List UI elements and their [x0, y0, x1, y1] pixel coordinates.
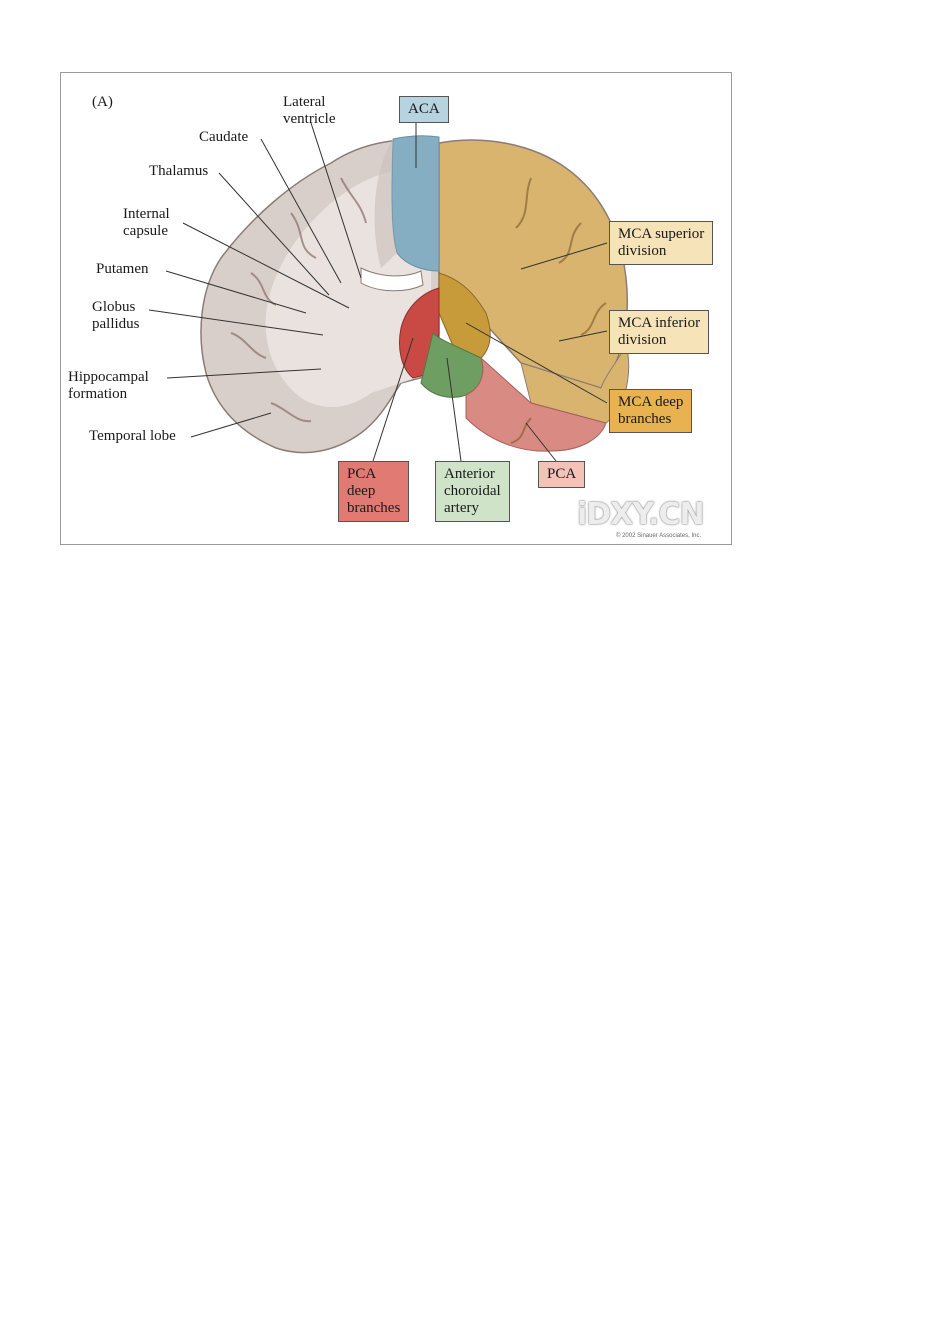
watermark-logo: iDXY.CN: [577, 497, 704, 532]
box-mca-superior: MCA superior division: [609, 221, 713, 265]
box-mca-inferior: MCA inferior division: [609, 310, 709, 354]
box-mca-deep: MCA deep branches: [609, 389, 692, 433]
box-pca-deep: PCA deep branches: [338, 461, 409, 522]
label-internal-capsule: Internal capsule: [123, 206, 170, 240]
label-caudate: Caudate: [199, 129, 248, 146]
panel-label: (A): [92, 94, 113, 111]
box-anterior-choroidal: Anterior choroidal artery: [435, 461, 510, 522]
box-pca: PCA: [538, 461, 585, 488]
label-lateral-ventricle: Lateral ventricle: [283, 94, 335, 128]
copyright-notice: © 2002 Sinauer Associates, Inc.: [616, 533, 701, 539]
label-temporal-lobe: Temporal lobe: [89, 428, 176, 445]
label-putamen: Putamen: [96, 261, 149, 278]
brain-coronal-figure: (A) Lateral ventricle Caudate Thalamus I…: [60, 72, 732, 545]
label-hippocampal-formation: Hippocampal formation: [68, 369, 149, 403]
aca-territory-region: [392, 136, 439, 271]
box-aca: ACA: [399, 96, 449, 123]
label-globus-pallidus: Globus pallidus: [92, 299, 140, 333]
label-thalamus: Thalamus: [149, 163, 208, 180]
